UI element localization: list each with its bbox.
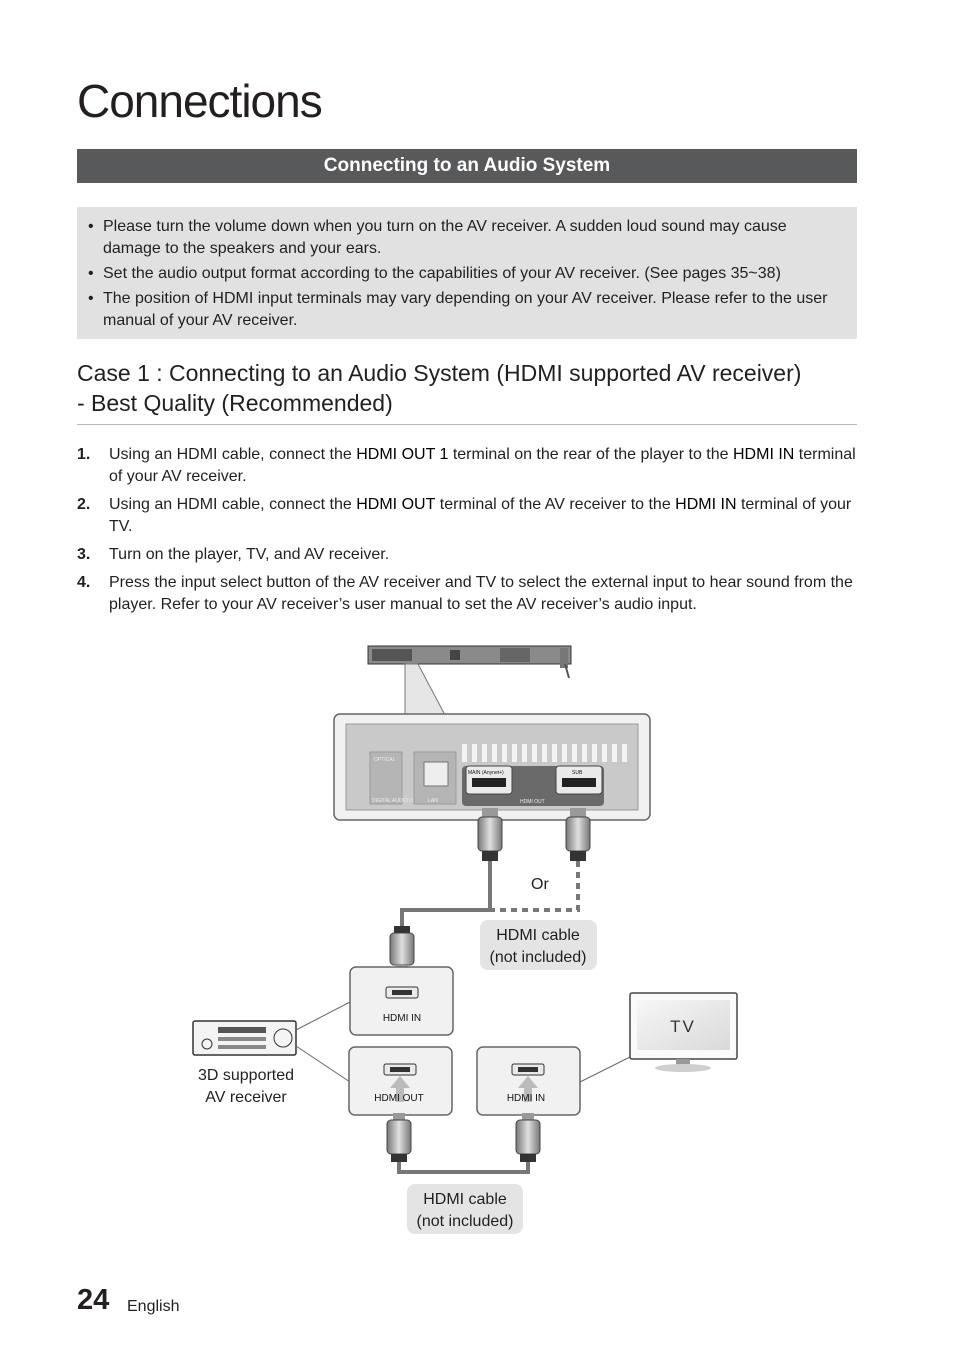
step-term: HDMI OUT (356, 496, 436, 513)
av-receiver (192, 1001, 351, 1083)
step-text: Press the input select button of the AV … (109, 574, 853, 613)
step-text: terminal of your TV. (109, 496, 852, 535)
callout-pointer (404, 663, 446, 716)
receiver-hdmi-in-label: HDMI IN (383, 1013, 421, 1024)
step-item: 4. Press the input select button of the … (77, 572, 861, 616)
page-language: English (127, 1298, 180, 1315)
step-item: 3. Turn on the player, TV, and AV receiv… (77, 544, 861, 566)
note-item: Set the audio output format according to… (88, 263, 837, 285)
step-number: 4. (77, 574, 91, 591)
receiver-label-line2: AV receiver (205, 1089, 287, 1106)
cable-label-bottom: HDMI cable (not included) (407, 1184, 523, 1234)
connection-diagram: OPTICAL DIGITAL AUDIO OUT LAN MAIN (Anyn… (192, 645, 738, 1234)
case-heading: Case 1 : Connecting to an Audio System (… (77, 358, 857, 425)
tv-hdmi-in-label: HDMI IN (507, 1093, 545, 1104)
or-label: Or (531, 876, 549, 893)
player-rear-panel (367, 645, 572, 679)
section-title-bar: Connecting to an Audio System (77, 149, 857, 183)
sub-port-label: SUB (572, 770, 583, 776)
step-text: Turn on the player, TV, and AV receiver. (109, 546, 390, 563)
step-term: HDMI IN (733, 446, 795, 463)
receiver-label-line1: 3D supported (198, 1067, 294, 1084)
step-text: terminal of your AV receiver. (109, 446, 856, 485)
step-number: 3. (77, 546, 91, 563)
note-item: The position of HDMI input terminals may… (88, 288, 837, 332)
hdmi-out-port-label: HDMI OUT (520, 799, 545, 805)
cable-label-top-line2: (not included) (490, 949, 587, 966)
case-heading-line-2: - Best Quality (Recommended) (77, 390, 393, 416)
steps-list: 1. Using an HDMI cable, connect the HDMI… (77, 444, 861, 622)
step-number: 2. (77, 496, 91, 513)
notes-box: Please turn the volume down when you tur… (77, 207, 857, 339)
digital-audio-out-label: DIGITAL AUDIO OUT (372, 798, 420, 804)
step-term: HDMI OUT 1 (356, 446, 449, 463)
optical-label: OPTICAL (374, 757, 396, 763)
receiver-hdmi-out-label: HDMI OUT (374, 1093, 423, 1104)
step-text: terminal of the AV receiver to the (435, 496, 676, 513)
step-term: HDMI IN (675, 496, 737, 513)
hdmi-plug-sub (565, 808, 591, 861)
tv-hdmi-in-box: HDMI IN (476, 1046, 581, 1116)
cable-label-top: HDMI cable (not included) (480, 920, 597, 970)
receiver-hdmi-in-box: HDMI IN (349, 966, 454, 1036)
cable-label-top-line1: HDMI cable (496, 927, 580, 944)
step-text: Using an HDMI cable, connect the (109, 496, 357, 513)
hdmi-plug-receiver-out (386, 1113, 412, 1162)
case-heading-line-1: Case 1 : Connecting to an Audio System (… (77, 360, 802, 386)
lan-label: LAN (428, 798, 438, 804)
page-number: 24 (77, 1284, 110, 1316)
tv-screen-label: TV (670, 1017, 696, 1036)
page-title: Connections (77, 75, 323, 127)
step-text: Using an HDMI cable, connect the (109, 446, 357, 463)
receiver-hdmi-out-box: HDMI OUT (348, 1046, 453, 1116)
player-terminal-panel: OPTICAL DIGITAL AUDIO OUT LAN MAIN (Anyn… (333, 713, 651, 821)
hdmi-cable-main (400, 861, 492, 928)
cable-label-bottom-line2: (not included) (417, 1213, 514, 1230)
note-item: Please turn the volume down when you tur… (88, 216, 837, 260)
hdmi-cable-receiver-to-tv (397, 1162, 530, 1174)
hdmi-plug-main (477, 808, 503, 861)
tv: TV (579, 992, 738, 1083)
step-item: 1. Using an HDMI cable, connect the HDMI… (77, 444, 861, 488)
step-item: 2. Using an HDMI cable, connect the HDMI… (77, 494, 861, 538)
main-port-label: MAIN (Anynet+) (468, 770, 504, 776)
step-number: 1. (77, 446, 91, 463)
hdmi-plug-tv-in (515, 1113, 541, 1162)
cable-label-bottom-line1: HDMI cable (423, 1191, 507, 1208)
hdmi-cable-sub-optional (490, 861, 580, 912)
step-text: terminal on the rear of the player to th… (448, 446, 733, 463)
